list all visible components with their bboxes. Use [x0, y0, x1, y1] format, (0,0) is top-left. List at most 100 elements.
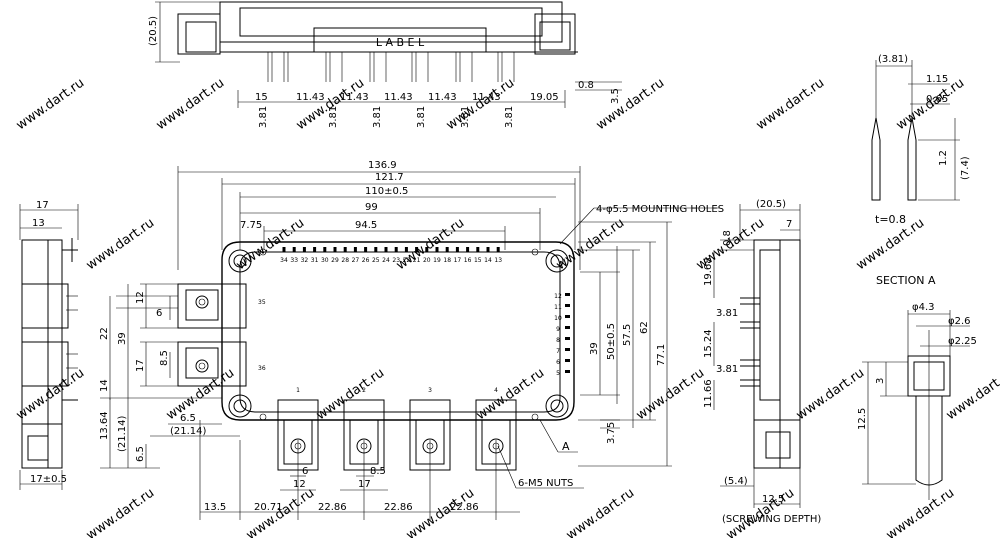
pin-number-right: 11 — [554, 304, 562, 311]
dim-b2071: 20.71 — [254, 502, 283, 513]
watermark-layer: www.dart.ru www.dart.ru www.dart.ru www.dar… — [14, 76, 1000, 538]
dim-b135: 13.5 — [204, 502, 226, 513]
pin-mark — [435, 247, 439, 252]
pin-number-right: 5 — [556, 370, 560, 377]
pin-number-top: 31 — [311, 257, 319, 264]
terminal-number: 4 — [494, 387, 498, 394]
terminal-36-label: 36 — [258, 365, 266, 372]
top-height-dim: (20.5) — [148, 16, 159, 46]
pin-number-top: 19 — [433, 257, 441, 264]
dim-775: 7.75 — [240, 220, 262, 231]
pin-mark — [565, 359, 570, 362]
pitch-4: 3.81 — [460, 106, 471, 128]
pin-number-top: 13 — [494, 257, 502, 264]
pin-thick-dim: 0.8 — [578, 80, 594, 91]
dim-110: 110±0.5 — [365, 186, 408, 197]
section-mark: A — [562, 440, 570, 453]
pin-mark — [565, 315, 570, 318]
dim-b2286a: 22.86 — [318, 502, 347, 513]
pin-mark — [565, 370, 570, 373]
watermark-text: www.dart.ru — [154, 76, 227, 134]
dim-l2114: (21.14) — [117, 415, 128, 452]
pin-mark — [565, 293, 570, 296]
main-view: 136.9 121.7 110±0.5 99 94.5 7.75 4-φ5.5 … — [99, 160, 724, 520]
pin-number-right: 10 — [554, 315, 562, 322]
lv-w13: 13 — [32, 218, 45, 229]
pin-number-right: 8 — [556, 337, 560, 344]
rv-d381a: 3.81 — [716, 308, 738, 319]
sa-h3: 3 — [875, 378, 886, 384]
spacing-6: 19.05 — [530, 92, 559, 103]
pin-number-top: 27 — [352, 257, 360, 264]
watermark-text: www.dart.ru — [564, 486, 637, 538]
watermark-text: www.dart.ru — [14, 366, 87, 424]
pin-mark — [425, 247, 429, 252]
watermark-text: www.dart.ru — [754, 76, 827, 134]
dim-b2286b: 22.86 — [384, 502, 413, 513]
spacing-0: 15 — [255, 92, 268, 103]
pin-number-top: 26 — [362, 257, 370, 264]
spacing-4: 11.43 — [428, 92, 457, 103]
pin-mark — [374, 247, 378, 252]
terminal-number: 2 — [362, 387, 366, 394]
pin-thickness: t=0.8 — [875, 213, 906, 226]
pitch-2: 3.81 — [372, 106, 383, 128]
pin-number-top: 25 — [372, 257, 380, 264]
dim-771: 77.1 — [656, 344, 667, 366]
pin-mark — [282, 247, 286, 252]
rv-w7: 7 — [786, 219, 792, 230]
pin-number-top: 14 — [484, 257, 492, 264]
pin-number-right: 7 — [556, 348, 560, 355]
spacing-5: 11.43 — [472, 92, 501, 103]
sa-d43: φ4.3 — [912, 302, 935, 313]
sa-d26: φ2.6 — [948, 316, 971, 327]
dim-l85: 8.5 — [159, 350, 170, 366]
rv-d1968: 19.68 — [703, 257, 714, 286]
dim-121: 121.7 — [375, 172, 404, 183]
dim-l22: 22 — [99, 327, 110, 340]
rv-d1524: 15.24 — [703, 329, 714, 358]
lv-bottom: 17±0.5 — [30, 474, 67, 485]
pin-mark — [476, 247, 480, 252]
section-a-title: SECTION A — [876, 274, 936, 287]
sa-h125: 12.5 — [857, 408, 868, 430]
terminal-35-label: 35 — [258, 299, 266, 306]
watermark-text: www.dart.ru — [634, 366, 707, 424]
dim-39r: 39 — [589, 342, 600, 355]
terminal-number: 3 — [428, 387, 432, 394]
pin-height-dim: 3.5 — [610, 88, 621, 104]
pin-detail: (3.81) 1.15 0.65 1.2 (7.4) t=0.8 — [871, 54, 971, 226]
dim-62: 62 — [639, 321, 650, 334]
spacing-2: 11.43 — [340, 92, 369, 103]
pin-number-top: 20 — [423, 257, 431, 264]
pin-number-top: 16 — [464, 257, 472, 264]
sa-d225: φ2.25 — [948, 336, 977, 347]
watermark-text: www.dart.ru — [84, 216, 157, 274]
spacing-1: 11.43 — [296, 92, 325, 103]
terminal-36-frame — [177, 341, 247, 387]
pin-mark — [565, 326, 570, 329]
watermark-text: www.dart.ru — [474, 366, 547, 424]
pin-w1: 1.15 — [926, 74, 948, 85]
pin-number-top: 21 — [413, 257, 421, 264]
pin-number-top: 15 — [474, 257, 482, 264]
dim-l65: 6.5 — [135, 446, 146, 462]
watermark-text: www.dart.ru — [724, 486, 797, 538]
dim-375: 3.75 — [606, 422, 617, 444]
dim-b17: 17 — [358, 479, 371, 490]
rv-d54: (5.4) — [724, 476, 748, 487]
dim-l39: 39 — [117, 332, 128, 345]
watermark-text: www.dart.ru — [84, 486, 157, 538]
pin-mark — [445, 247, 449, 252]
rv-d125: 12.5 — [762, 494, 784, 505]
dim-b65: 6.5 — [180, 413, 196, 424]
pin-number-top: 34 — [280, 257, 288, 264]
terminal-35-frame — [177, 283, 247, 329]
spacing-3: 11.43 — [384, 92, 413, 103]
dim-b2114: (21.14) — [170, 426, 207, 437]
dim-l1364: 13.64 — [99, 411, 110, 440]
pin-mark — [353, 247, 357, 252]
dim-l12: 12 — [135, 291, 146, 304]
dim-94: 94.5 — [355, 220, 377, 231]
